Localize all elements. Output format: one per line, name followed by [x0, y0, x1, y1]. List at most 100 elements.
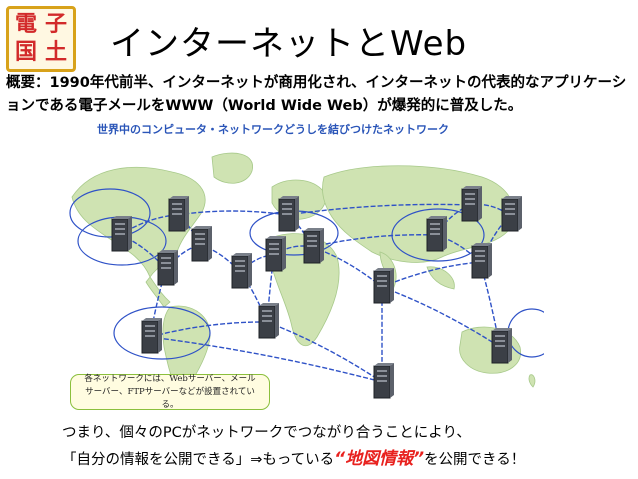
drive-bay	[430, 223, 440, 225]
server-side-4	[174, 250, 178, 285]
server-top-7	[304, 228, 324, 231]
map-info-highlight: “地図情報”	[334, 449, 425, 469]
map-caption: 世界中のコンピュータ・ネットワークどうしを結びつけたネットワーク	[97, 123, 449, 136]
drive-bay	[161, 267, 171, 269]
server-icon	[501, 196, 522, 232]
drive-bay	[475, 260, 485, 262]
server-side-11	[158, 318, 162, 353]
conclusion-line-1: つまり、個々のPCがネットワークでつながり合うことにより、	[62, 425, 471, 441]
network-link-26	[149, 336, 383, 383]
drive-bay	[377, 380, 387, 382]
server-top-4	[158, 250, 178, 253]
drive-bay	[195, 243, 205, 245]
server-top-9	[374, 268, 394, 271]
server-top-2	[169, 196, 189, 199]
server-side-7	[320, 228, 324, 263]
network-ring-3	[113, 306, 211, 360]
drive-bay	[377, 275, 387, 277]
drive-bay	[235, 260, 245, 262]
server-icon	[373, 268, 394, 304]
drive-bay	[307, 240, 317, 242]
drive-bay	[115, 228, 125, 230]
denshi-kokudo-logo: 電 子 国 土	[6, 6, 76, 72]
conclusion-line-2-start: 「自分の情報を公開できる」⇒もっている	[62, 452, 335, 468]
network-link-16	[266, 321, 383, 383]
server-icon	[111, 216, 132, 252]
server-icon	[191, 226, 212, 262]
callout-line-2: サーバー、FTPサーバーなどが設置されている。	[85, 386, 255, 410]
server-side-8	[295, 196, 299, 231]
server-icon	[491, 328, 512, 364]
server-icon	[426, 216, 447, 252]
drive-bay	[269, 248, 279, 250]
drive-bay	[282, 208, 292, 210]
server-note-callout: 各ネットワークには、Webサーバー、メール サーバー、FTPサーバーなどが設置さ…	[70, 374, 270, 410]
server-top-5	[232, 253, 252, 256]
drive-bay	[495, 335, 505, 337]
server-side-9	[390, 268, 394, 303]
network-link-23	[381, 286, 501, 348]
drive-bay	[307, 235, 317, 237]
drive-bay	[430, 228, 440, 230]
drive-bay	[377, 285, 387, 287]
server-side-12	[390, 363, 394, 398]
server-top-3	[192, 226, 212, 229]
drive-bay	[262, 320, 272, 322]
logo-char-2: 子	[42, 12, 70, 38]
server-side-10	[275, 303, 279, 338]
server-side-15	[443, 216, 447, 251]
server-top-16	[472, 243, 492, 246]
callout-line-1: 各ネットワークには、Webサーバー、メール	[84, 373, 256, 384]
drive-bay	[377, 370, 387, 372]
conclusion-text: つまり、個々のPCがネットワークでつながり合うことにより、 「自分の情報を公開で…	[62, 420, 622, 473]
drive-bay	[145, 335, 155, 337]
drive-bay	[282, 203, 292, 205]
drive-bay	[282, 213, 292, 215]
logo-char-1: 電	[12, 12, 40, 38]
drive-bay	[172, 208, 182, 210]
server-icon	[303, 228, 324, 264]
logo-char-3: 国	[12, 40, 40, 66]
drive-bay	[495, 345, 505, 347]
continent-new-zealand	[528, 374, 536, 388]
drive-bay	[465, 193, 475, 195]
drive-bay	[115, 223, 125, 225]
drive-bay	[235, 265, 245, 267]
drive-bay	[195, 233, 205, 235]
server-side-6	[282, 236, 286, 271]
server-top-17	[492, 328, 512, 331]
drive-bay	[269, 253, 279, 255]
conclusion-line-2-end: を公開できる！	[424, 452, 526, 468]
drive-bay	[465, 198, 475, 200]
server-icon	[258, 303, 279, 339]
server-top-14	[502, 196, 522, 199]
drive-bay	[172, 203, 182, 205]
drive-bay	[505, 208, 515, 210]
drive-bay	[161, 257, 171, 259]
server-top-15	[427, 216, 447, 219]
drive-bay	[495, 340, 505, 342]
drive-bay	[377, 375, 387, 377]
drive-bay	[307, 245, 317, 247]
server-top-1	[112, 216, 132, 219]
network-link-25	[286, 203, 471, 216]
drive-bay	[115, 233, 125, 235]
network-world-map	[62, 137, 544, 412]
server-side-1	[128, 216, 132, 251]
server-side-3	[208, 226, 212, 261]
drive-bay	[235, 270, 245, 272]
server-icon	[461, 186, 482, 222]
drive-bay	[262, 315, 272, 317]
server-side-13	[478, 186, 482, 221]
drive-bay	[269, 243, 279, 245]
summary-text: 概要：1990年代前半、インターネットが商用化され、インターネットの代表的なアプ…	[6, 75, 627, 114]
server-top-10	[259, 303, 279, 306]
drive-bay	[430, 233, 440, 235]
logo-char-4: 土	[42, 40, 70, 66]
drive-bay	[172, 213, 182, 215]
server-side-2	[185, 196, 189, 231]
drive-bay	[465, 203, 475, 205]
server-top-8	[279, 196, 299, 199]
drive-bay	[161, 262, 171, 264]
drive-bay	[505, 213, 515, 215]
